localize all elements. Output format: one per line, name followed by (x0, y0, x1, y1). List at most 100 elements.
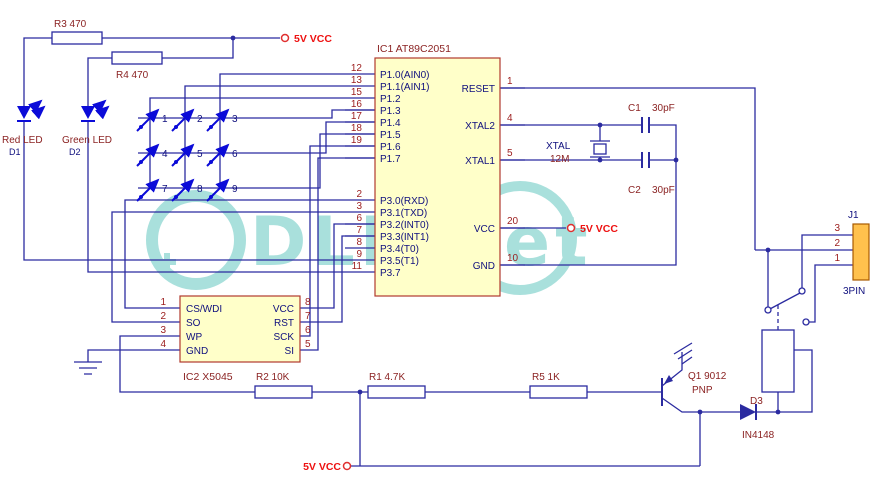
key-4: 4 (136, 143, 168, 167)
pin-name: P3.5(T1) (380, 256, 419, 267)
keypad-matrix: 1 2 3 4 5 6 7 (136, 108, 238, 202)
relay-body (761, 329, 795, 393)
diode-ref: D3 (750, 396, 763, 407)
cap-ref: C1 (628, 103, 641, 114)
pin-name: P3.7 (380, 268, 401, 279)
key-6: 6 (206, 143, 238, 167)
diode-triangle-icon (740, 404, 756, 420)
vcc-label: 5V VCC (580, 223, 618, 235)
vcc-terminal-top: 5V VCC (280, 33, 332, 45)
pin-name: SI (285, 346, 294, 357)
pin-number: 20 (507, 216, 519, 227)
wire-bottom (312, 349, 813, 467)
terminal-circle-icon (342, 461, 352, 471)
pin-name: P3.1(TXD) (380, 208, 427, 219)
key-5: 5 (171, 143, 203, 167)
pin-number: 18 (351, 123, 363, 134)
key-7: 7 (136, 178, 168, 202)
pin-number: 16 (351, 99, 363, 110)
pin-number: 6 (305, 325, 311, 336)
pin-number: 19 (351, 135, 363, 146)
pin-number: 8 (305, 297, 311, 308)
key-2: 2 (171, 108, 203, 132)
led-triangle-icon (17, 106, 31, 119)
connector-pin-number: 2 (834, 238, 840, 249)
pin-name: GND (186, 346, 208, 357)
pin-name: RESET (462, 84, 495, 95)
key-number: 3 (232, 114, 238, 125)
pin-number: 1 (160, 297, 166, 308)
connector-pin-number: 1 (834, 253, 840, 264)
watermark-ring-icon (146, 190, 246, 290)
led-d2: Green LED D2 (62, 99, 112, 157)
pin-number: 6 (356, 213, 362, 224)
pin-name: P1.7 (380, 154, 401, 165)
junction-dots (230, 35, 781, 415)
vcc-hatch-icon (673, 342, 693, 365)
crystal-body (593, 143, 607, 155)
pin-name: GND (473, 261, 495, 272)
resistor-r1: R1 4.7K (367, 372, 426, 399)
pin-number: 13 (351, 75, 363, 86)
pin-number: 5 (305, 339, 311, 350)
contact-icon (802, 318, 810, 326)
pin-name: P1.4 (380, 118, 401, 129)
pin-name: P3.0(RXD) (380, 196, 428, 207)
resistor-label: R3 470 (54, 19, 87, 30)
contact-icon (764, 306, 772, 314)
wire-contacts-j1 (755, 234, 853, 323)
resistor-label: R1 4.7K (369, 372, 405, 383)
pin-number: 3 (356, 201, 362, 212)
led-arrow-icon (95, 105, 110, 120)
key-3: 3 (206, 108, 238, 132)
transistor-q1: Q1 9012 PNP (661, 342, 727, 406)
crystal-value: 12M (550, 154, 569, 165)
vcc-terminal-mid: 5V VCC (566, 223, 618, 235)
pin-name: P1.5 (380, 130, 401, 141)
key-1: 1 (136, 108, 168, 132)
diode-d3: D3 IN4148 (740, 396, 775, 441)
cap-value: 30pF (652, 103, 675, 114)
pin-number: 2 (356, 189, 362, 200)
led-triangle-icon (81, 106, 95, 119)
crystal-ref: XTAL (546, 141, 571, 152)
led-name: Red LED (2, 135, 43, 146)
watermark-plus-icon (158, 253, 176, 271)
connector-label: 3PIN (843, 286, 865, 297)
pin-number: 15 (351, 87, 363, 98)
resistor-label: R2 10K (256, 372, 290, 383)
pin-number: 9 (356, 249, 362, 260)
pin-number: 7 (356, 225, 362, 236)
resistor-r2: R2 10K (254, 372, 313, 399)
led-arrow-icon (31, 105, 46, 120)
pin-name: P3.2(INT0) (380, 220, 429, 231)
key-number: 6 (232, 149, 238, 160)
pin-name: XTAL2 (465, 121, 495, 132)
resistor-r5: R5 1K (529, 372, 588, 399)
pnp-arrow-icon (664, 375, 673, 384)
pin-number: 8 (356, 237, 362, 248)
ic1-title: IC1 AT89C2051 (377, 43, 451, 55)
pin-name: P3.3(INT1) (380, 232, 429, 243)
relay (761, 287, 810, 393)
pin-number: 11 (352, 261, 363, 272)
connector-body (852, 223, 870, 281)
pin-number: 4 (507, 113, 513, 124)
pin-number: 5 (507, 148, 513, 159)
ground-icon (74, 361, 102, 375)
resistor-label: R5 1K (532, 372, 560, 383)
key-number: 9 (232, 184, 238, 195)
vcc-terminal-bottom: 5V VCC (303, 461, 352, 473)
crystal-circuit: XTAL 12M C1 30pF C2 30pF (546, 103, 675, 196)
connector-pin-number: 3 (834, 223, 840, 234)
key-number: 4 (162, 149, 168, 160)
cap-value: 30pF (652, 185, 675, 196)
pin-name: P1.1(AIN1) (380, 82, 429, 93)
ic2-title: IC2 X5045 (183, 371, 233, 383)
pin-name: P3.4(T0) (380, 244, 419, 255)
pin-name: XTAL1 (465, 156, 495, 167)
wire-top-power (23, 37, 345, 273)
pin-number: 1 (507, 76, 513, 87)
led-ref: D1 (9, 147, 21, 157)
